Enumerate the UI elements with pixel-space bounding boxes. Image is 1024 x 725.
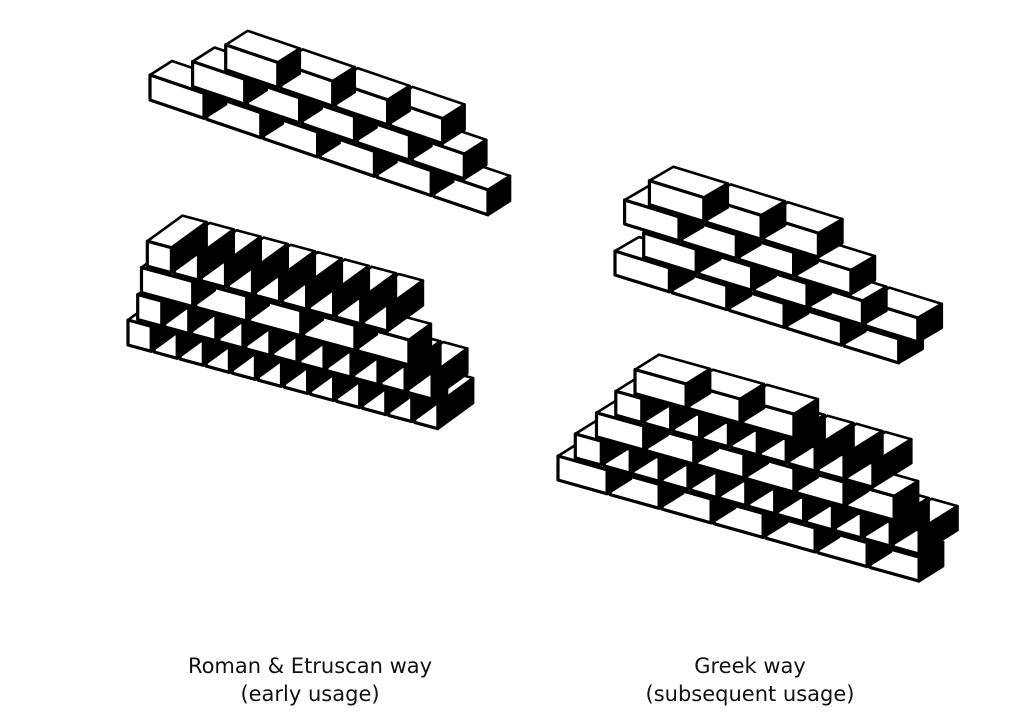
roman-caption-title: Roman & Etruscan way — [187, 654, 433, 678]
greek-top-brick — [647, 165, 730, 224]
roman-wall-bottom-drawing — [126, 214, 475, 431]
roman-caption-subtitle: (early usage) — [240, 682, 380, 706]
greek-wall-bottom-drawing — [556, 353, 959, 583]
greek-caption-title: Greek way — [694, 654, 806, 678]
greek-caption: Greek way (subsequent usage) — [560, 652, 940, 708]
roman-wall-top-drawing — [148, 29, 512, 217]
roman-top-brick — [224, 29, 302, 90]
roman-etruscan-caption: Roman & Etruscan way (early usage) — [120, 652, 500, 708]
greek-wall-top-drawing — [613, 165, 944, 365]
greek-bottom-brick — [633, 353, 712, 410]
roman-bottom-brick — [145, 214, 208, 275]
greek-caption-subtitle: (subsequent usage) — [645, 682, 855, 706]
